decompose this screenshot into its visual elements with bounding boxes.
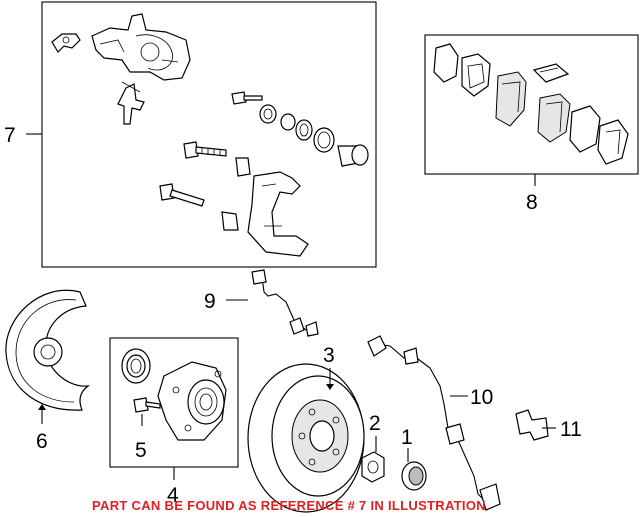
guide-bolt-upper [231,91,263,105]
caliper-bracket-clip [51,33,81,53]
guide-bolt-middle [183,141,251,177]
caliper-assembly-group: 7 [4,1,377,268]
pad-shim-right [569,105,629,165]
hub-bolt [133,397,161,413]
callout-4: 4 [167,484,179,507]
callout-2: 2 [369,412,381,435]
caliper-body [91,13,191,81]
grease-cap: 1 [401,426,427,491]
hub-assembly [157,361,227,441]
abs-wheel-speed-sensor: 10 [367,335,501,511]
caliper-mounting-bracket [247,171,309,257]
callout-1: 1 [401,426,413,449]
pad-wear-clip [532,63,570,83]
brake-pad-group: 8 [424,34,639,214]
pad-shim-left [433,43,491,97]
callout-9: 9 [204,290,216,313]
callout-3: 3 [323,344,335,367]
spindle-nut: 2 [361,412,385,483]
brake-rotor: 3 [247,344,365,513]
sensor-bracket-clip: 11 [515,409,582,441]
brake-pad-inner [495,71,527,127]
callout-5: 5 [135,439,147,462]
dust-shield: 6 [5,289,91,453]
callout-6: 6 [36,430,48,453]
pad-group-box [424,34,639,175]
callout-8: 8 [526,191,538,214]
hub-bearing-group: 4 5 [109,337,239,507]
callout-11: 11 [560,418,582,441]
wheel-bearing [121,348,151,384]
caliper-seal-kit [259,104,369,167]
brake-hose: 9 [204,269,319,337]
brake-pad-outer [537,93,571,143]
reference-footnote: PART CAN BE FOUND AS REFERENCE # 7 IN IL… [92,498,486,513]
callout-7: 7 [4,124,16,147]
caliper-sensor-bracket [117,81,145,125]
guide-bolt-lower [159,183,239,231]
callout-10: 10 [470,386,493,409]
